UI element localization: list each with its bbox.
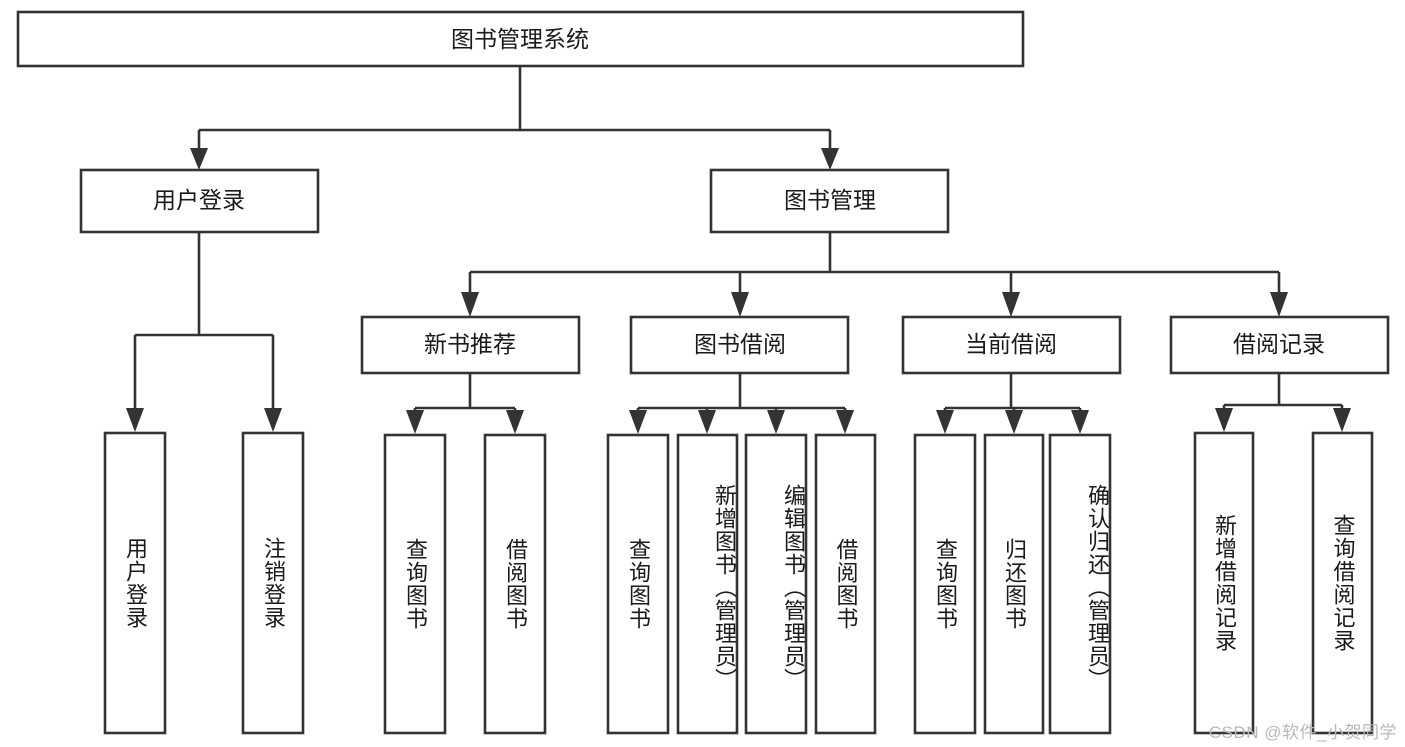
leaf-box-query-record[interactable]: [1311, 431, 1374, 735]
leaf-box-return-book[interactable]: [983, 433, 1045, 735]
leaf-box-borrow-book-2[interactable]: [814, 433, 877, 735]
node-borrow-record[interactable]: 借阅记录: [1169, 315, 1390, 375]
leaf-box-add-book[interactable]: [676, 433, 739, 735]
user-login-box[interactable]: [79, 168, 320, 234]
new-book-recommend-label: 新书推荐: [424, 331, 516, 357]
leaf-box-query-book-1[interactable]: [383, 433, 447, 735]
connector-current-borrow-to-leaves: [936, 373, 1089, 434]
node-root[interactable]: 图书管理系统: [16, 10, 1025, 68]
node-current-borrow[interactable]: 当前借阅: [901, 315, 1122, 375]
node-new-book-recommend[interactable]: 新书推荐: [360, 315, 581, 375]
current-borrow-label: 当前借阅: [965, 331, 1057, 357]
root-box[interactable]: [16, 10, 1025, 68]
connector-book-borrow-to-leaves: [629, 373, 854, 434]
leaf-box-query-book-3[interactable]: [913, 433, 977, 735]
new-book-recommend-box[interactable]: [360, 315, 581, 375]
connector-book-manage-to-level3: [461, 232, 1288, 317]
connector-root-to-level2: [190, 66, 839, 170]
borrow-record-label: 借阅记录: [1233, 331, 1325, 357]
leaf-box-borrow-book-1[interactable]: [483, 433, 547, 735]
book-borrow-label: 图书借阅: [694, 331, 786, 357]
csdn-watermark: CSDN @软件_小贺同学: [1208, 723, 1397, 742]
user-login-label: 用户登录: [153, 187, 245, 213]
arrow-head-book-manage: [821, 148, 839, 170]
book-manage-label: 图书管理: [784, 187, 876, 213]
connector-borrow-record-to-leaves: [1215, 373, 1351, 432]
node-book-borrow[interactable]: 图书借阅: [629, 315, 850, 375]
connector-new-book-recommend-to-leaves: [406, 373, 524, 434]
leaf-box-query-book-2[interactable]: [606, 433, 670, 735]
current-borrow-box[interactable]: [901, 315, 1122, 375]
leaf-box-user-logout[interactable]: [241, 431, 305, 735]
arrow-head-user-login: [190, 148, 208, 170]
leaf-box-confirm-return[interactable]: [1048, 433, 1112, 735]
leaf-box-user-login[interactable]: [103, 431, 167, 735]
leaf-box-edit-book[interactable]: [744, 433, 808, 735]
connector-user-login-to-leaves: [126, 232, 282, 432]
leaf-box-add-record[interactable]: [1193, 431, 1255, 735]
node-book-manage[interactable]: 图书管理: [709, 168, 950, 234]
root-label: 图书管理系统: [451, 26, 589, 52]
node-user-login[interactable]: 用户登录: [79, 168, 320, 234]
